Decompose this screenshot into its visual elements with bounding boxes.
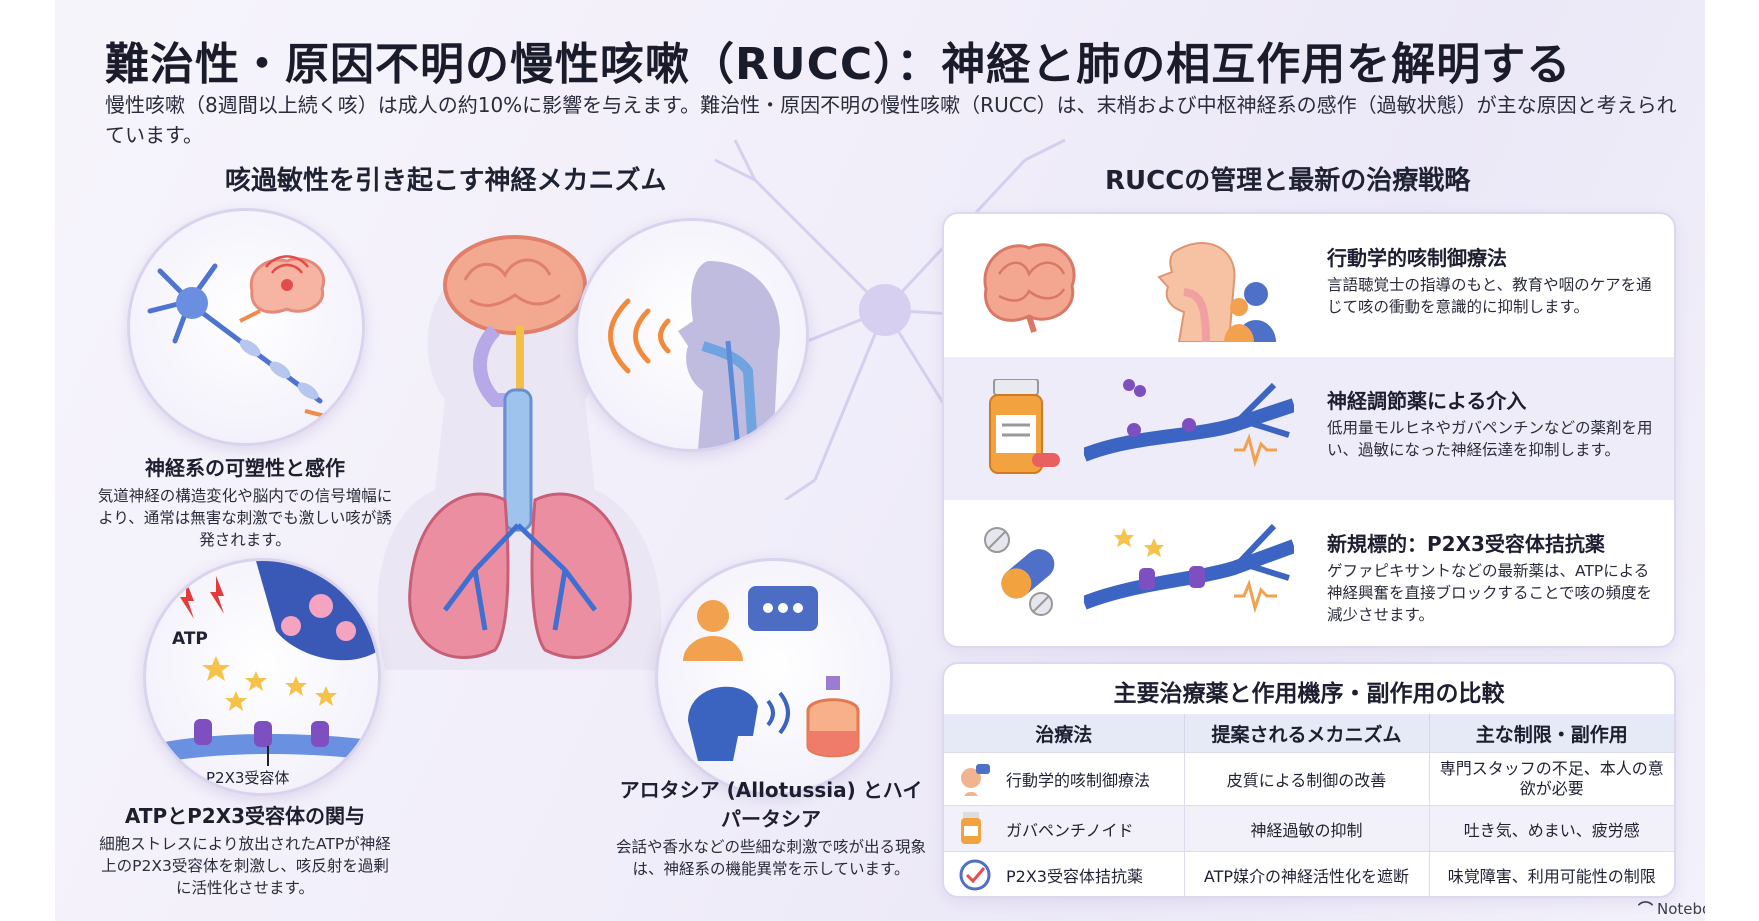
treatment-title: 神経調節薬による介入 [1327, 389, 1527, 413]
plasticity-callout: 神経系の可塑性と感作 気道神経の構造変化や脳内での信号増幅により、通常は無害な刺… [95, 452, 395, 551]
speaking-head-icon [1157, 242, 1276, 342]
table-row: 行動学的咳制御療法 皮質による制御の改善 専門スタッフの不足、本人の意欲が必要 [944, 752, 1674, 806]
brain-icon [249, 255, 326, 314]
atp-label: ATP [172, 629, 208, 649]
neuron-icon [147, 263, 326, 418]
table-row: P2X3受容体拮抗薬 ATP媒介の神経活性化を遮断 味覚障害、利用可能性の制限 [944, 851, 1674, 896]
atp-callout: ATPとP2X3受容体の関与 細胞ストレスにより放出されたATPが神経上のP2X… [95, 800, 395, 899]
limitation-cell: 味覚障害、利用可能性の制限 [1429, 851, 1674, 896]
allotussia-title: アロタシア (Allotussia) とハイパータシア [619, 778, 923, 831]
column-header: 主な制限・副作用 [1429, 714, 1674, 753]
allotussia-circle [655, 558, 893, 796]
plasticity-title: 神経系の可塑性と感作 [145, 456, 345, 480]
comparison-title: 主要治療薬と作用機序・副作用の比較 [1113, 681, 1505, 707]
therapy-label: ガバペンチノイド [1006, 820, 1134, 840]
capsule-icon [984, 527, 1055, 616]
treatment-row-neuromodulator: 神経調節薬による介入 低用量モルヒネやガバペンチンなどの薬剤を用い、過敏になった… [944, 357, 1674, 500]
allotussia-body: 会話や香水などの些細な刺激で咳が出る現象は、神経系の機能異常を示しています。 [615, 838, 926, 878]
receptor-icon [1084, 523, 1294, 614]
left-section-heading: 咳過敏性を引き起こす神経メカニズム [225, 166, 667, 196]
intro-text: 慢性咳嗽（8週間以上続く咳）は成人の約10%に影響を与えます。難治性・原因不明の… [105, 93, 1677, 147]
table-header-row: 治療法 提案されるメカニズム 主な制限・副作用 [944, 714, 1674, 753]
chat-bubble-icon [683, 586, 818, 761]
comparison-panel: 主要治療薬と作用機序・副作用の比較 治療法 提案されるメカニズム 主な制限・副作… [942, 662, 1676, 898]
mechanism-cell: 神経過敏の抑制 [1184, 805, 1430, 852]
treatment-body: 低用量モルヒネやガバペンチンなどの薬剤を用い、過敏になった神経伝達を抑制します。 [1327, 419, 1653, 459]
treatment-body: 言語聴覚士の指導のもと、教育や咽のケアを通じて咳の衝動を意識的に抑制します。 [1327, 276, 1652, 316]
brand-watermark: ⌒NotebookLM [1638, 898, 1705, 919]
speaking-head-icon [608, 261, 780, 449]
p2x3-label: P2X3受容体 [206, 769, 290, 787]
therapy-cell: 行動学的咳制御療法 [944, 752, 1185, 806]
plasticity-circle [127, 208, 365, 446]
treatment-strategies-panel: 行動学的咳制御療法 言語聴覚士の指導のもと、教育や咽のケアを通じて咳の衝動を意識… [942, 212, 1676, 648]
table-row: ガバペンチノイド 神経過敏の抑制 吐き気、めまい、疲労感 [944, 805, 1674, 852]
synapse-icon [146, 561, 378, 766]
atp-p2x3-circle: ATP P2X3受容体 [143, 558, 381, 796]
comparison-table: 治療法 提案されるメカニズム 主な制限・副作用 行動学的咳制御療法 皮質による制… [944, 714, 1674, 896]
treatment-body: ゲファピキサントなどの最新薬は、ATPによる神経興奮を直接ブロックすることで咳の… [1327, 562, 1653, 624]
right-section-heading: RUCCの管理と最新の治療戦略 [1105, 166, 1471, 196]
treatment-row-behavioral: 行動学的咳制御療法 言語聴覚士の指導のもと、教育や咽のケアを通じて咳の衝動を意識… [944, 214, 1674, 357]
notebooklm-logo-icon: ⌒ [1638, 900, 1654, 918]
mechanism-cell: 皮質による制御の改善 [1184, 752, 1430, 806]
column-header: 治療法 [944, 714, 1185, 753]
mechanism-cell: ATP媒介の神経活性化を遮断 [1184, 851, 1430, 896]
target-check-icon [959, 859, 991, 890]
nerve-receptor-icon [1084, 379, 1294, 468]
cough-reflex-circle [575, 218, 809, 452]
column-header: 提案されるメカニズム [1184, 714, 1430, 753]
allotussia-callout: アロタシア (Allotussia) とハイパータシア 会話や香水などの些細な刺… [615, 774, 927, 880]
limitation-cell: 専門スタッフの不足、本人の意欲が必要 [1429, 752, 1674, 806]
perfume-icon [806, 676, 860, 758]
page-title: 難治性・原因不明の慢性咳嗽（RUCC）：神経と肺の相互作用を解明する [105, 39, 1572, 90]
pill-bottle-icon [989, 379, 1060, 474]
limitation-cell: 吐き気、めまい、疲労感 [1429, 805, 1674, 852]
infographic-canvas: 難治性・原因不明の慢性咳嗽（RUCC）：神経と肺の相互作用を解明する 慢性咳嗽（… [55, 0, 1705, 921]
therapy-cell: P2X3受容体拮抗薬 [944, 851, 1185, 896]
therapy-label: P2X3受容体拮抗薬 [1006, 866, 1143, 886]
speaking-head-icon [961, 764, 990, 796]
therapy-label: 行動学的咳制御療法 [1006, 771, 1151, 790]
treatment-title: 新規標的：P2X3受容体拮抗薬 [1327, 532, 1605, 556]
therapy-cell: ガバペンチノイド [944, 805, 1185, 852]
brain-icon [983, 243, 1076, 333]
lungs-icon [408, 492, 632, 659]
atp-title: ATPとP2X3受容体の関与 [124, 804, 366, 828]
plasticity-body: 気道神経の構造変化や脳内での信号増幅により、通常は無害な刺激でも激しい咳が誘発さ… [97, 487, 393, 549]
brand-label: NotebookLM [1657, 900, 1705, 918]
atp-body: 細胞ストレスにより放出されたATPが神経上のP2X3受容体を刺激し、咳反射を過剰… [99, 835, 391, 897]
treatment-row-p2x3: 新規標的：P2X3受容体拮抗薬 ゲファピキサントなどの最新薬は、ATPによる神経… [944, 500, 1674, 643]
pill-bottle-icon [961, 811, 981, 844]
brain-icon [443, 235, 587, 335]
treatment-title: 行動学的咳制御療法 [1327, 246, 1507, 270]
